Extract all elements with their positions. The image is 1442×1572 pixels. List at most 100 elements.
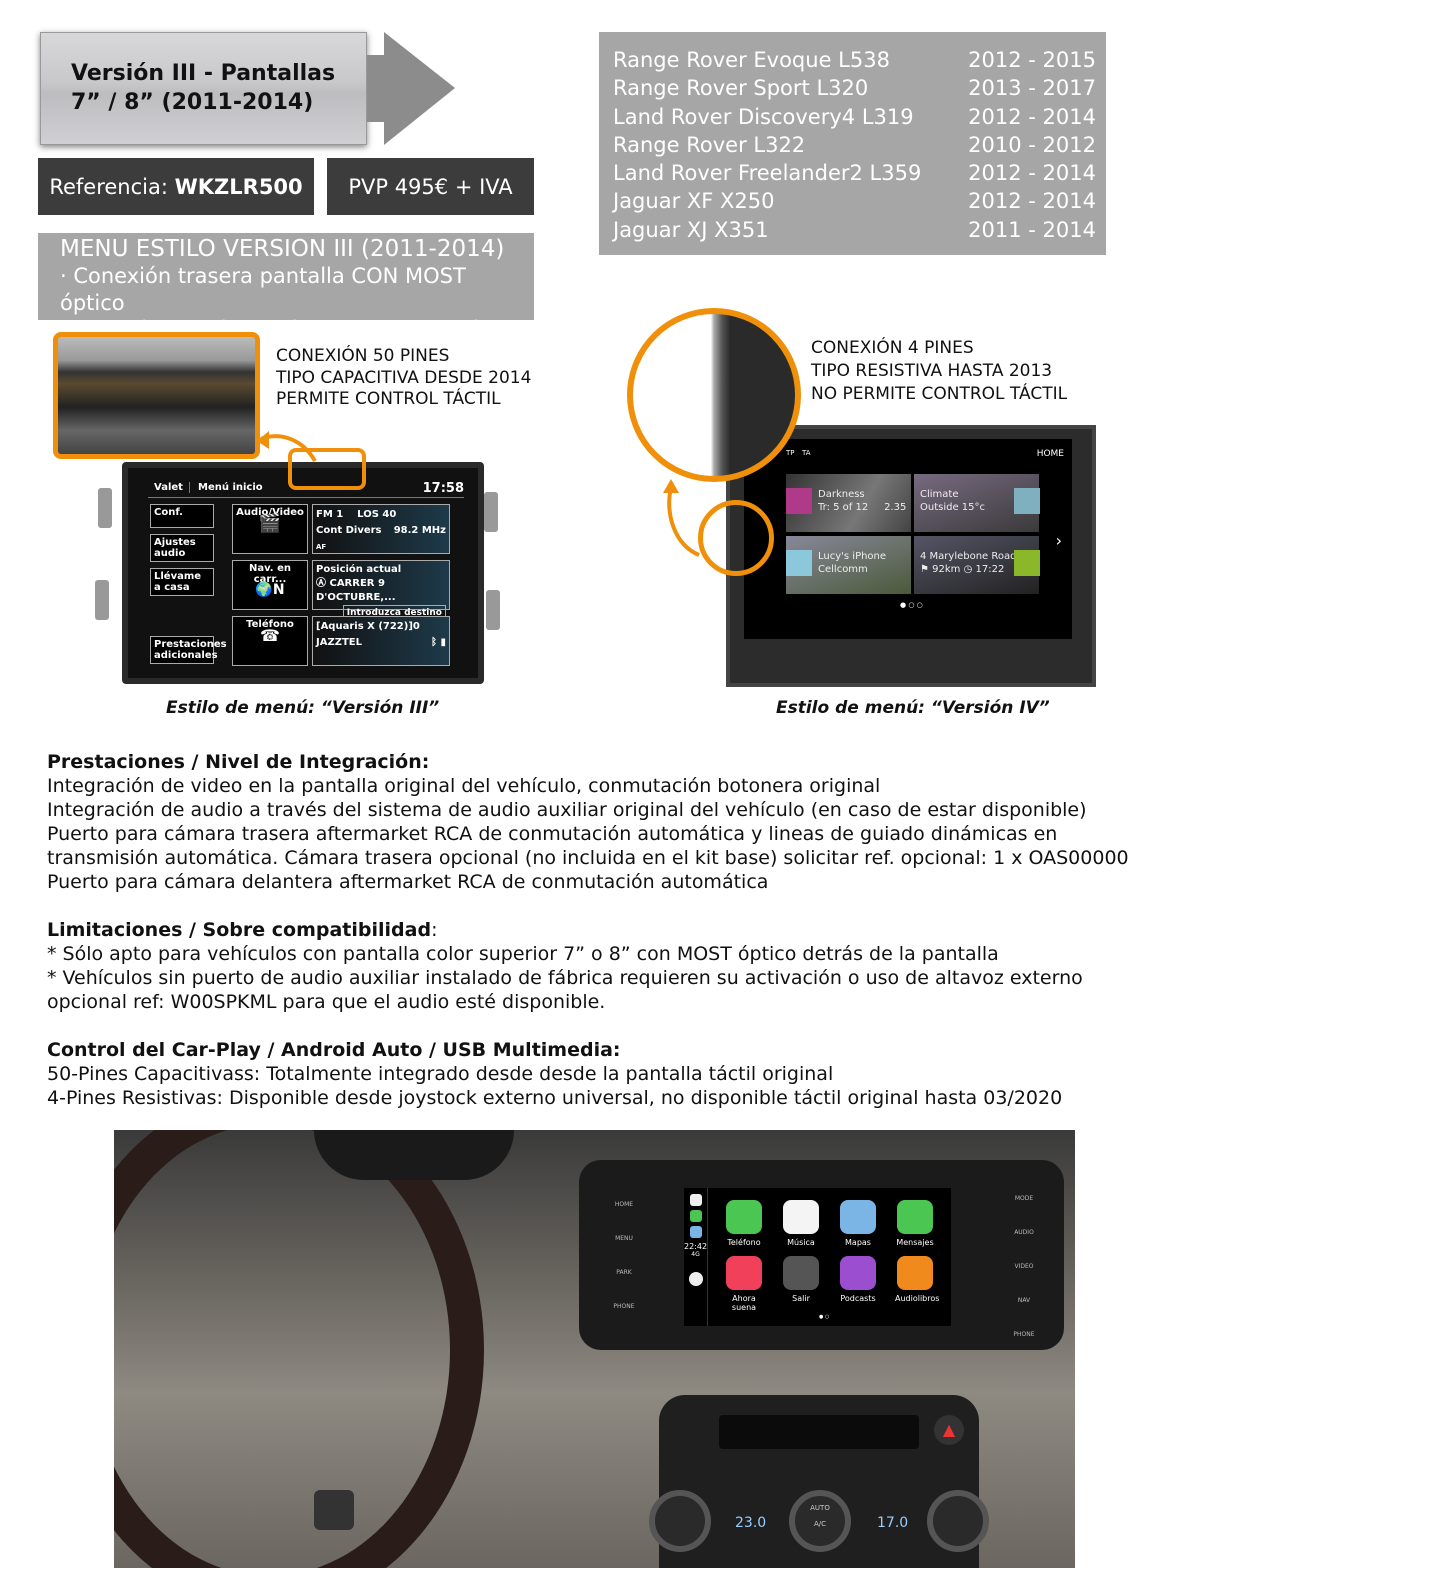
audio-video-button[interactable]: AUDIO VIDEO	[1014, 1229, 1034, 1270]
nav-eta: 17:22	[975, 564, 1005, 575]
vehicle-model: Jaguar XF X250	[613, 189, 775, 214]
carplay-app[interactable]: Audiolibros	[895, 1256, 939, 1303]
cd-slot	[719, 1415, 919, 1449]
maps-mini-icon[interactable]	[689, 1226, 702, 1238]
radio-station: LOS 40	[357, 509, 397, 520]
page-dots: ● ○	[819, 1314, 830, 1320]
note-line: TIPO RESISTIVA HASTA 2013	[811, 361, 1053, 381]
connector-50-pin-inset	[53, 332, 260, 459]
app-label: Mapas	[845, 1238, 871, 1247]
right-seat-knob[interactable]	[927, 1490, 989, 1552]
vehicle-row: Range Rover Evoque L538 2012 - 2015	[613, 46, 1096, 74]
section-line: 50-Pines Capacitivass: Totalmente integr…	[47, 1063, 834, 1085]
phone-button-right[interactable]: PHONE	[1013, 1331, 1035, 1338]
phone-name: Lucy's iPhone	[818, 551, 887, 562]
vehicle-years: 2012 - 2014	[968, 161, 1096, 186]
version-iv-caption: Estilo de menú: “Versión IV”	[776, 698, 1050, 718]
connector-highlight-circle	[698, 500, 774, 576]
left-temperature: 23.0	[735, 1515, 767, 1531]
vehicle-model: Range Rover Evoque L538	[613, 48, 890, 72]
section-line: 4-Pines Resistivas: Disponible desde joy…	[47, 1087, 1063, 1109]
park-button[interactable]: PARK	[616, 1269, 632, 1276]
connector-4-notes: CONEXIÓN 4 PINES TIPO RESISTIVA HASTA 20…	[811, 337, 1067, 406]
current-position-label: Posición actual	[316, 564, 402, 575]
section-line: Puerto para cámara delantera aftermarket…	[47, 871, 769, 893]
menu-style-title: MENU ESTILO VERSION III (2011-2014)	[60, 236, 505, 262]
app-icon	[897, 1200, 933, 1234]
limitations-section: Limitaciones / Sobre compatibilidad: * S…	[47, 919, 1083, 1013]
vehicle-row: Jaguar XF X250 2012 - 2014	[613, 187, 1096, 215]
vehicle-compatibility-list: Range Rover Evoque L538 2012 - 2015 Range…	[599, 32, 1106, 255]
climate-label: Climate	[920, 489, 959, 500]
audio-settings-button: Ajustes audio	[150, 534, 214, 562]
vehicle-row: Range Rover L322 2010 - 2012	[613, 131, 1096, 159]
arrow-right-icon	[367, 32, 455, 145]
telephone-icon	[786, 550, 812, 576]
carplay-app[interactable]: Mapas	[838, 1200, 878, 1247]
vehicle-row: Land Rover Freelander2 L359 2012 - 2014	[613, 159, 1096, 187]
phone-button[interactable]: PHONE	[613, 1303, 635, 1310]
navigation-label: Nav. en carr...	[248, 563, 291, 585]
mount-bracket	[486, 590, 500, 630]
menu-style-box: MENU ESTILO VERSION III (2011-2014) · Co…	[38, 233, 534, 342]
app-label: Música	[787, 1238, 815, 1247]
page-dots: ● ○ ○	[900, 601, 923, 609]
vehicle-model: Range Rover L322	[613, 132, 806, 157]
app-icon	[783, 1256, 819, 1290]
hazard-button[interactable]: ▲	[934, 1415, 964, 1445]
carplay-app[interactable]: Música	[781, 1200, 821, 1247]
media-icon	[786, 488, 812, 514]
seat-climate-icon	[1014, 488, 1040, 514]
current-street: Ⓐ CARRER 9 D'OCTUBRE,...	[316, 578, 396, 603]
section-line: opcional ref: W00SPKML para que el audio…	[47, 991, 606, 1013]
carplay-app[interactable]: Teléfono	[724, 1200, 764, 1247]
note-line: CONEXIÓN 4 PINES	[811, 338, 974, 358]
home-menu-button[interactable]: HOME MENU	[614, 1201, 634, 1242]
audio-video-button: Audio/Video🎬	[232, 504, 308, 554]
features-section: Prestaciones / Nivel de Integración: Int…	[47, 750, 1129, 894]
dashboard-photo: HOME MENU PARK PHONE MODE AUDIO VIDEO NA…	[114, 1130, 1075, 1568]
app-label: Mensajes	[896, 1238, 934, 1247]
extra-features-button: Prestaciones adicionales	[150, 636, 227, 664]
vehicle-years: 2012 - 2014	[968, 104, 1096, 129]
app-icon	[897, 1256, 933, 1290]
carplay-app[interactable]: Salir	[781, 1256, 821, 1303]
section-title: Limitaciones / Sobre compatibilidad	[47, 919, 432, 941]
vehicle-years: 2012 - 2014	[968, 189, 1096, 214]
phone-panel: [Aquaris X (722)]0 JAZZTEL ᛒ ▮	[312, 616, 450, 666]
outside-temperature: Outside 15°c	[920, 502, 986, 513]
vehicle-model: Land Rover Freelander2 L359	[613, 161, 922, 186]
head-unit: HOME MENU PARK PHONE MODE AUDIO VIDEO NA…	[579, 1160, 1064, 1350]
version-title-box: Versión III - Pantallas 7” / 8” (2011-20…	[40, 32, 367, 145]
mode-button[interactable]: MODE	[1014, 1195, 1034, 1202]
nav-button[interactable]: NAV	[1017, 1297, 1031, 1304]
version-iv-display: TP TA HOME Darkness Tr: 5 of 12 2.35 Cli…	[744, 439, 1072, 639]
right-buttons: MODE AUDIO VIDEO NAV PHONE	[1004, 1182, 1044, 1352]
carplay-home-button[interactable]	[688, 1272, 703, 1286]
carplay-app[interactable]: Podcasts	[838, 1256, 878, 1303]
title-line-2: 7” / 8” (2011-2014)	[71, 90, 314, 115]
music-mini-icon[interactable]	[689, 1194, 702, 1206]
phone-tile: Lucy's iPhone Cellcomm	[786, 536, 911, 594]
chevron-right-icon: ›	[1055, 531, 1062, 550]
phone-label: Teléfono	[246, 619, 294, 630]
note-line: CONEXIÓN 50 PINES	[276, 346, 450, 366]
left-buttons: HOME MENU PARK PHONE	[609, 1188, 639, 1324]
left-seat-knob[interactable]	[649, 1490, 711, 1552]
media-title: Darkness	[818, 489, 865, 500]
media-track: Tr: 5 of 12	[818, 502, 869, 513]
carplay-app[interactable]: Ahora suena	[724, 1256, 764, 1312]
carplay-app[interactable]: Mensajes	[895, 1200, 935, 1247]
vehicle-years: 2010 - 2012	[968, 132, 1096, 157]
vehicle-years: 2012 - 2015	[968, 48, 1096, 72]
phone-carrier: JAZZTEL	[316, 637, 362, 648]
reference-label: Referencia:	[49, 174, 168, 199]
carplay-sidebar: 22:42 4G	[684, 1188, 708, 1326]
phone-mini-icon[interactable]	[689, 1210, 702, 1222]
connector-highlight	[288, 448, 366, 490]
vehicle-model: Land Rover Discovery4 L319	[613, 104, 914, 129]
